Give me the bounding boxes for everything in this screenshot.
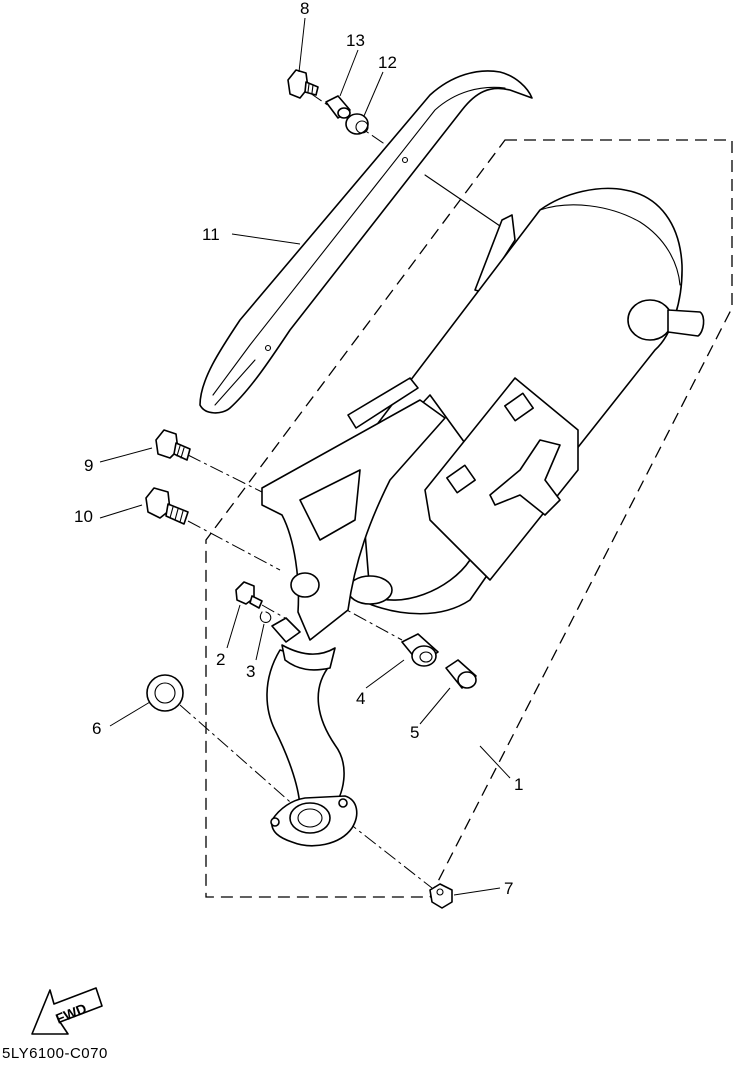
callout-6: 6 (92, 719, 102, 738)
callout-12: 12 (378, 53, 397, 72)
bolt-part-10 (145, 487, 189, 525)
damper-part-4 (401, 633, 439, 667)
assembly-boundary (205, 139, 733, 898)
callout-10: 10 (74, 507, 93, 526)
catalog-code: 5LY6100-C070 (2, 1045, 108, 1062)
bolt-part-2 (235, 581, 263, 609)
collar-part-5 (445, 659, 477, 689)
callout-9: 9 (84, 456, 94, 475)
screw-part-8 (287, 69, 319, 99)
callout-2: 2 (216, 650, 226, 669)
callout-5: 5 (410, 723, 420, 742)
callout-3: 3 (246, 662, 256, 681)
collar-part-13 (325, 95, 351, 119)
nut-part-7 (429, 883, 453, 909)
grommet-part-12 (345, 113, 369, 135)
leader-lines (99, 17, 511, 896)
muffler-body-part-1 (261, 187, 705, 847)
fwd-arrow-icon: FWD (31, 987, 103, 1035)
callout-7: 7 (504, 879, 514, 898)
gasket-part-6 (146, 674, 184, 712)
callout-1: 1 (514, 775, 524, 794)
callout-4: 4 (356, 689, 366, 708)
callout-13: 13 (346, 31, 365, 50)
bolt-part-9 (155, 429, 191, 461)
callout-11: 11 (202, 225, 220, 244)
lock-washer-part-3 (259, 611, 272, 623)
callout-8: 8 (300, 0, 310, 18)
